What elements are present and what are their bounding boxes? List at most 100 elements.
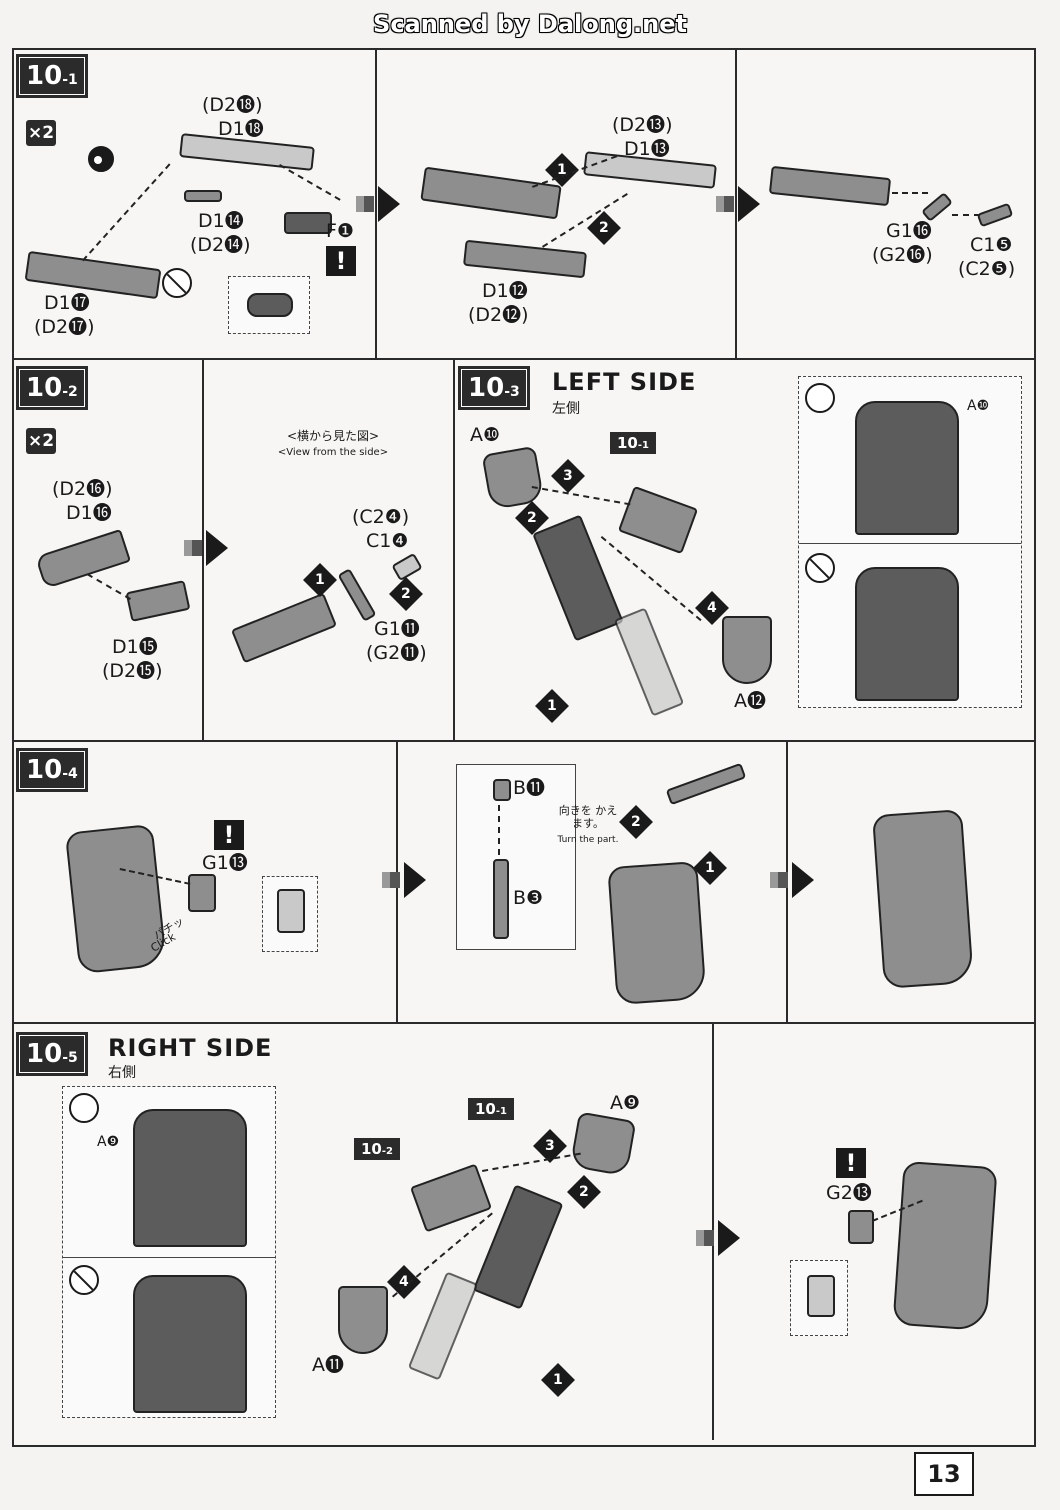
view-note-en: <View from the side>	[277, 447, 389, 458]
part-assembled-b	[768, 165, 892, 207]
scan-credit: Scanned by Dalong.net	[373, 10, 687, 38]
prohibited-icon	[69, 1265, 99, 1295]
label-d2-17: (D2⓱)	[34, 316, 95, 338]
order-marker-1: 1	[303, 563, 337, 597]
ref-number: 10	[475, 1100, 496, 1118]
part-b-assembly	[665, 762, 747, 806]
step-sub: -3	[504, 384, 520, 400]
part-d1-12	[462, 239, 588, 279]
step-number: 10	[468, 373, 505, 403]
label-g1-13: G1⓭	[202, 852, 248, 874]
step-sub: -4	[62, 766, 78, 782]
ref-tag-10-1: 10-1	[468, 1098, 514, 1120]
part-g1-13	[188, 874, 216, 912]
warning-icon: !	[214, 820, 244, 850]
incorrect-assembly-image	[133, 1275, 247, 1413]
label-a11: A⓫	[312, 1354, 344, 1376]
side-title: LEFT SIDE	[552, 368, 697, 396]
part-f1-detail	[247, 293, 293, 317]
blade-ghost	[407, 1271, 479, 1381]
label-g2-13: G2⓭	[826, 1182, 872, 1204]
part-g1-11	[337, 568, 377, 622]
assembly-guide-line	[498, 805, 500, 855]
paint-marker-icon	[88, 146, 114, 172]
label-d2-14: (D2⓮)	[190, 234, 251, 256]
label-g1-11: G1⓫	[374, 618, 420, 640]
correct-icon	[805, 383, 835, 413]
order-marker-2: 2	[567, 1175, 601, 1209]
step-10-4-panel: 10-4 ! G1⓭ パチッ Click B⓫ B❸ 向きを かえます。 Tur…	[12, 742, 1034, 1024]
ref-number: 10	[361, 1140, 382, 1158]
turn-note-jp: 向きを かえます。	[558, 804, 618, 830]
step-number: 10	[26, 1039, 63, 1069]
part-assembled-a	[420, 166, 562, 220]
part-b11	[493, 779, 511, 801]
next-step-arrow-icon	[778, 862, 814, 898]
part-d1-16	[34, 528, 132, 590]
part-10-1-assembly	[532, 514, 624, 642]
detail-inset	[228, 276, 310, 334]
label-a10-inset: A❿	[967, 398, 990, 414]
part-f1	[284, 212, 332, 234]
label-d1-18: D1⓲	[218, 118, 264, 140]
comparison-inset: A❾	[62, 1086, 276, 1418]
divider	[735, 50, 737, 358]
assembly-guide-line	[482, 1152, 581, 1172]
turn-note-en: Turn the part.	[557, 835, 619, 845]
step-10-5-panel: 10-5 RIGHT SIDE 右側 A❾ 10-1 10-2 A❾ A⓫ 3 …	[12, 1024, 1034, 1440]
next-step-arrow-icon	[704, 1220, 740, 1256]
correct-assembly-image	[133, 1109, 247, 1247]
order-marker-3: 3	[551, 459, 585, 493]
part-g1-13-detail	[277, 889, 305, 933]
correct-assembly-image	[855, 401, 959, 535]
part-d1-14-pin	[184, 190, 222, 202]
ref-tag-10-2: 10-2	[354, 1138, 400, 1160]
order-marker-2: 2	[389, 577, 423, 611]
step-sub: -1	[62, 72, 78, 88]
step-tag-10-5: 10-5	[16, 1032, 88, 1076]
blade-ghost	[613, 607, 685, 717]
parts-box: B⓫ B❸	[456, 764, 576, 950]
next-step-arrow-icon	[724, 186, 760, 222]
step-sub: -5	[62, 1050, 78, 1066]
assembly-guide-line	[952, 214, 980, 216]
order-marker-1: 1	[541, 1363, 575, 1397]
label-c2-4: (C2❹)	[352, 506, 410, 528]
step-tag-10-3: 10-3	[458, 366, 530, 410]
divider	[453, 360, 455, 740]
warning-icon: !	[836, 1148, 866, 1178]
step-number: 10	[26, 373, 63, 403]
part-c1-5	[976, 202, 1014, 228]
page-number: 13	[914, 1452, 974, 1496]
side-subtitle: 右側	[108, 1065, 136, 1081]
part-b3	[493, 859, 509, 939]
label-g1-16: G1⓰	[886, 220, 932, 242]
divider	[202, 360, 204, 740]
side-title: RIGHT SIDE	[108, 1034, 273, 1062]
label-d2-12: (D2⓬)	[468, 304, 529, 326]
view-note-jp: <横から見た図>	[286, 429, 380, 443]
part-a11	[338, 1286, 388, 1354]
quantity-badge: ×2	[26, 428, 56, 454]
order-marker-4: 4	[387, 1265, 421, 1299]
part-g2-13-detail	[807, 1275, 835, 1317]
next-step-arrow-icon	[192, 530, 228, 566]
label-a9: A❾	[610, 1092, 641, 1114]
label-a12: A⓬	[734, 690, 766, 712]
step-10-1-panel: 10-1 ×2 (D2⓲) D1⓲ D1⓮ (D2⓮) F❶ ! D1⓱ (D2…	[12, 50, 1034, 360]
quantity-badge: ×2	[26, 120, 56, 146]
label-b11: B⓫	[513, 777, 546, 799]
correct-icon	[69, 1093, 99, 1123]
ref-number: 10	[617, 434, 638, 452]
side-subtitle: 左側	[552, 401, 580, 417]
incorrect-assembly-image	[855, 567, 959, 701]
next-step-arrow-icon	[390, 862, 426, 898]
shield-assembly	[64, 823, 168, 975]
label-d1-16: D1⓰	[66, 502, 112, 524]
assembly-guide-line	[531, 486, 631, 506]
divider	[375, 50, 377, 358]
ref-sub: -1	[495, 1106, 507, 1117]
label-d2-16: (D2⓰)	[52, 478, 113, 500]
ref-tag-10-1: 10-1	[610, 432, 656, 454]
label-d1-17: D1⓱	[44, 292, 90, 314]
